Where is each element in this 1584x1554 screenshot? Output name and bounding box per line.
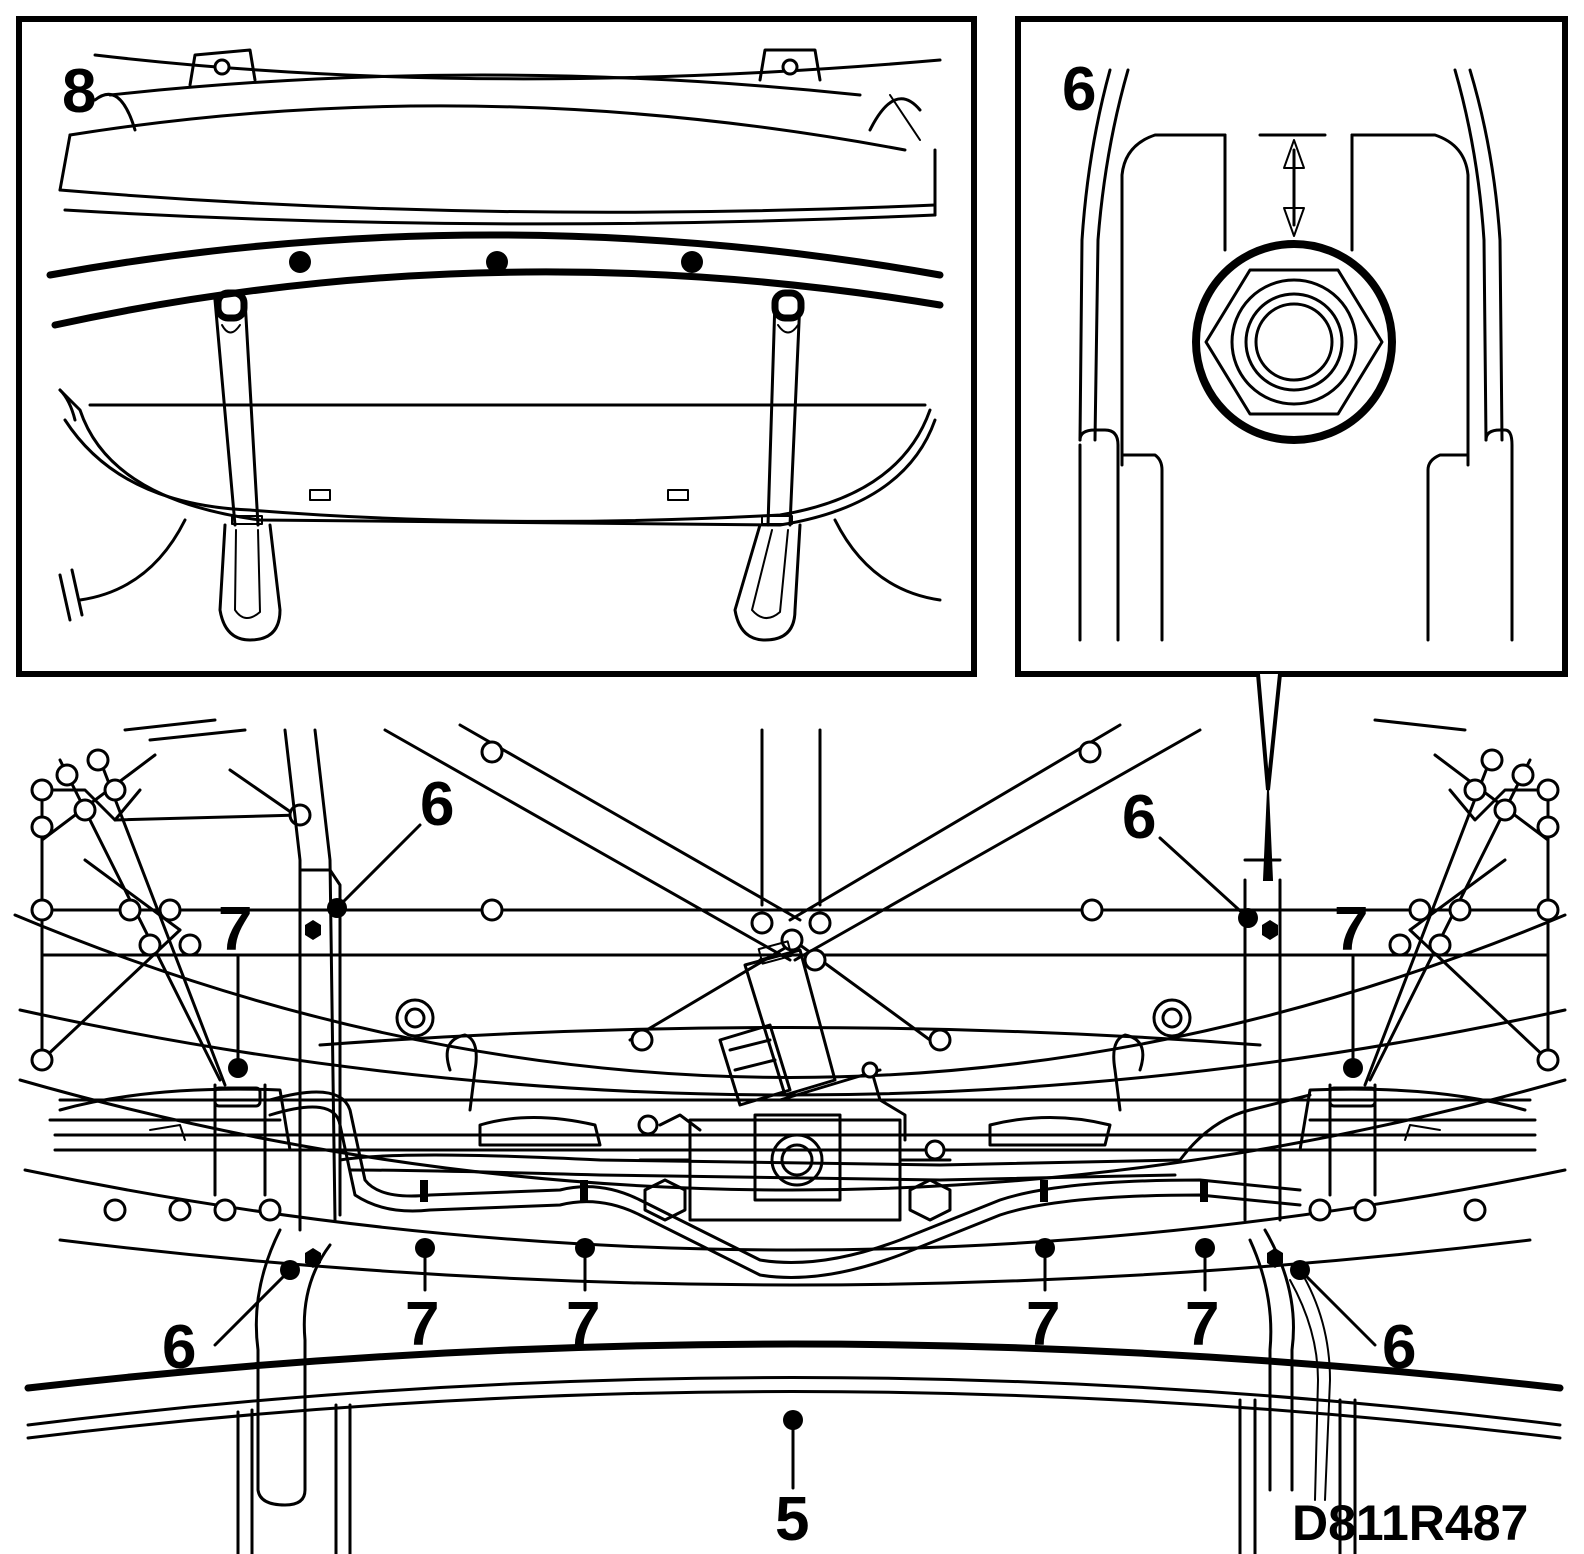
- callout-7-left: 7: [218, 895, 252, 964]
- callout-6-inset: 6: [1062, 55, 1096, 124]
- callout-7-d: 7: [1185, 1290, 1219, 1359]
- callout-6-top-right: 6: [1122, 783, 1156, 852]
- sender-unit: [718, 940, 882, 1107]
- pump-housing: [637, 1098, 952, 1222]
- callout-8: 8: [62, 57, 96, 126]
- inset-nut-detail: 6: [1015, 16, 1568, 881]
- callout-6-bottom-left: 6: [162, 1313, 196, 1382]
- callout-6-bottom-right: 6: [1382, 1313, 1416, 1382]
- main-underbody-view: 6 6 6 6 7 7 7 7 7 7 5 D811R487: [13, 718, 1567, 1554]
- callout-7-a: 7: [405, 1290, 439, 1359]
- inset-left-frame: [16, 16, 977, 677]
- right-lattice: [1363, 718, 1560, 1087]
- figure-reference: D811R487: [1292, 1495, 1528, 1551]
- inset-tank-straps: 8: [16, 16, 977, 677]
- callout-5: 5: [775, 1485, 809, 1554]
- callout-7-c: 7: [1026, 1290, 1060, 1359]
- callout-7-b: 7: [566, 1290, 600, 1359]
- callout-6-top-left: 6: [420, 770, 454, 839]
- left-lattice: [30, 718, 312, 1087]
- callout-7-right: 7: [1334, 895, 1368, 964]
